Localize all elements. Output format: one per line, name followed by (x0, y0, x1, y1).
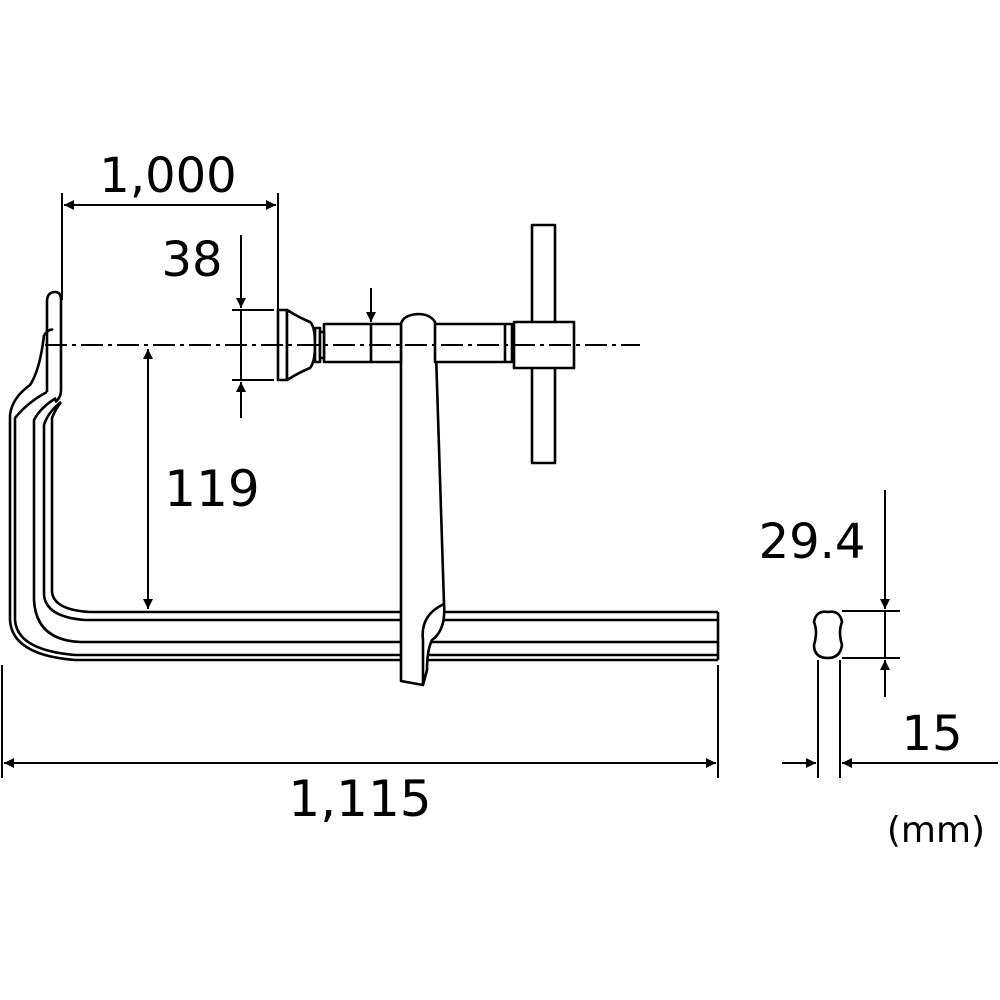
label-throat-opening: 1,000 (99, 148, 236, 204)
dim-pad-diameter (232, 235, 274, 418)
label-overall-length: 1,115 (288, 770, 431, 828)
clamp-spindle (322, 322, 514, 364)
dim-bar-height (842, 490, 900, 697)
label-bar-thickness: 15 (901, 706, 962, 762)
label-bar-height: 29.4 (759, 514, 866, 570)
dim-bar-thickness (782, 660, 998, 778)
clamp-sliding-arm (399, 312, 446, 687)
label-pad-diameter: 38 (161, 232, 222, 288)
clamp-fixed-jaw (8, 290, 720, 662)
label-units: (mm) (887, 810, 985, 851)
bar-cross-section (812, 610, 844, 660)
label-throat-depth: 119 (164, 460, 259, 518)
dim-throat-opening (61, 193, 279, 310)
dim-overall-length (1, 665, 719, 778)
